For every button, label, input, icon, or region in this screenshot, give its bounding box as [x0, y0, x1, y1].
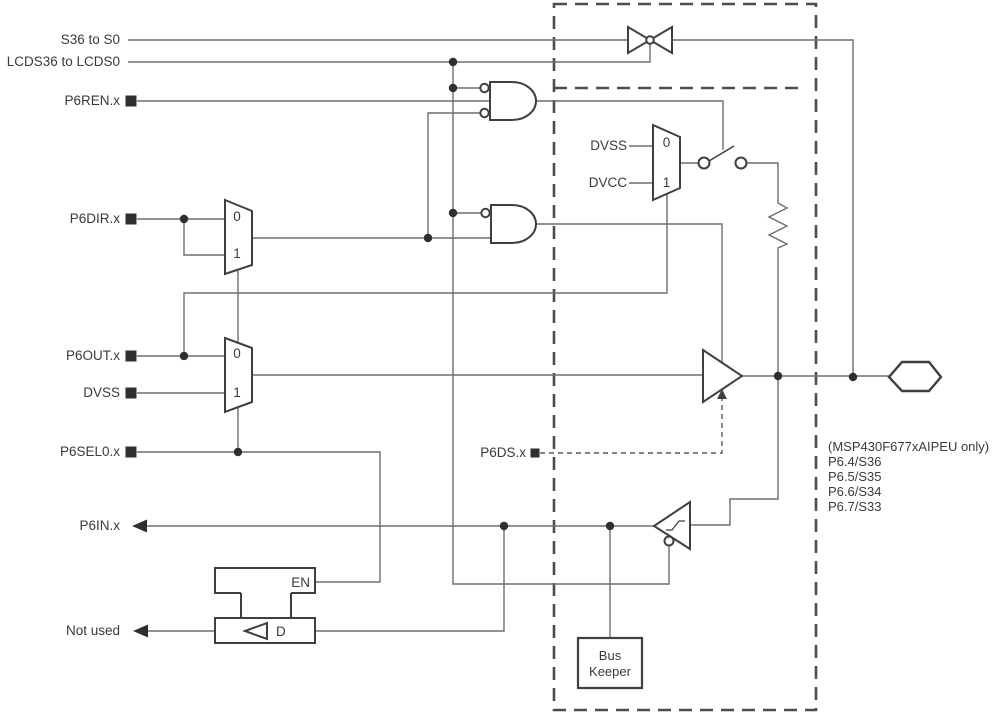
invert-bubble-icon	[480, 207, 491, 219]
arrow-not-used-icon	[133, 624, 148, 638]
label-p6ren: P6REN.x	[64, 93, 120, 108]
terminal-p6dir	[125, 213, 137, 225]
wire-p6dir-inputs	[137, 218, 225, 256]
latch-clock-triangle-icon	[242, 621, 268, 641]
latch-neck	[240, 593, 292, 618]
terminal-p6ds	[530, 448, 540, 458]
junction-dot	[448, 83, 458, 93]
mux-input-1: 1	[233, 385, 241, 400]
wire-p6sel0	[137, 451, 381, 583]
latch-en-box	[214, 567, 316, 594]
switch-lever-icon	[708, 145, 735, 162]
wire-dir-branch	[427, 112, 480, 238]
bus-keeper-box	[576, 636, 644, 690]
junction-dot	[179, 351, 189, 361]
label-pull-dvss: DVSS	[590, 138, 627, 153]
terminal-p6out	[125, 350, 137, 362]
invert-bubble-icon	[479, 82, 490, 94]
label-pull-dvcc: DVCC	[589, 175, 628, 190]
annotation-pin3: P6.6/S34	[828, 484, 882, 499]
junction-dot	[773, 371, 783, 381]
mux-input-0: 0	[663, 135, 671, 150]
invert-bubble-icon	[663, 535, 675, 547]
junction-dot	[848, 372, 858, 382]
invert-bubble-icon	[479, 107, 490, 119]
junction-dot	[233, 447, 243, 457]
label-p6in: P6IN.x	[79, 518, 120, 533]
annotation-pin1: P6.4/S36	[828, 454, 882, 469]
analog-switch-control-bubble	[645, 35, 655, 45]
junction-dot	[499, 521, 509, 531]
annotation-device: (MSP430F677xAIPEU only)	[828, 439, 989, 454]
mux-p6dir	[224, 198, 253, 276]
mux-input-0: 0	[233, 209, 241, 224]
bus-keeper-label-line2: Keeper	[589, 664, 632, 679]
latch-d-label: D	[276, 624, 286, 639]
pin-pad-icon	[887, 360, 943, 393]
junction-dot	[448, 57, 458, 67]
outer-dashed-boundary	[552, 2, 818, 712]
output-driver-buffer	[702, 348, 744, 404]
p6ds-arrowhead	[717, 389, 727, 399]
label-p6out: P6OUT.x	[66, 348, 120, 363]
wire-and1-output	[536, 100, 724, 150]
and-gate-driver-enable	[490, 204, 537, 244]
junction-dot	[423, 233, 433, 243]
label-lcds: LCDS36 to LCDS0	[7, 54, 120, 69]
and-gate-ren	[489, 81, 537, 121]
annotation-pin4: P6.7/S33	[828, 499, 882, 514]
bus-keeper-label-line1: Bus	[599, 648, 622, 663]
wire-lcds-branch	[452, 62, 670, 585]
hysteresis-icon	[666, 520, 685, 531]
analog-switch-icon	[627, 25, 652, 55]
junction-dot	[448, 208, 458, 218]
junction-dot	[605, 521, 615, 531]
label-not-used: Not used	[66, 623, 120, 638]
label-dvss: DVSS	[83, 385, 120, 400]
label-s36: S36 to S0	[61, 32, 120, 47]
label-p6ds: P6DS.x	[480, 445, 526, 460]
wire-latch-d	[316, 526, 505, 632]
mux-input-1: 1	[663, 175, 671, 190]
annotation-pin2: P6.5/S35	[828, 469, 882, 484]
wire-and2-output	[536, 223, 723, 364]
wire-resistor-chain	[691, 162, 789, 526]
junction-dot	[179, 214, 189, 224]
mux-pullup-pulldown	[652, 123, 681, 202]
arrow-p6in-icon	[132, 519, 147, 533]
analog-switch-icon	[648, 25, 673, 55]
wire-s36-bus	[128, 39, 854, 377]
terminal-p6sel0	[125, 446, 137, 458]
mux-input-0: 0	[233, 346, 241, 361]
mux-input-1: 1	[233, 246, 241, 261]
latch-en-label: EN	[291, 575, 310, 590]
label-p6dir: P6DIR.x	[70, 211, 121, 226]
terminal-p6ren	[125, 95, 137, 107]
wire-pullmux-select	[183, 194, 668, 356]
mux-p6out	[224, 336, 253, 414]
wire-lcds-bus	[128, 44, 651, 63]
label-p6sel0: P6SEL0.x	[60, 444, 120, 459]
wire-p6ds-dashed	[540, 398, 723, 454]
switch-contact-icon	[697, 156, 711, 170]
switch-contact-icon	[734, 156, 748, 170]
terminal-dvss	[125, 387, 137, 399]
